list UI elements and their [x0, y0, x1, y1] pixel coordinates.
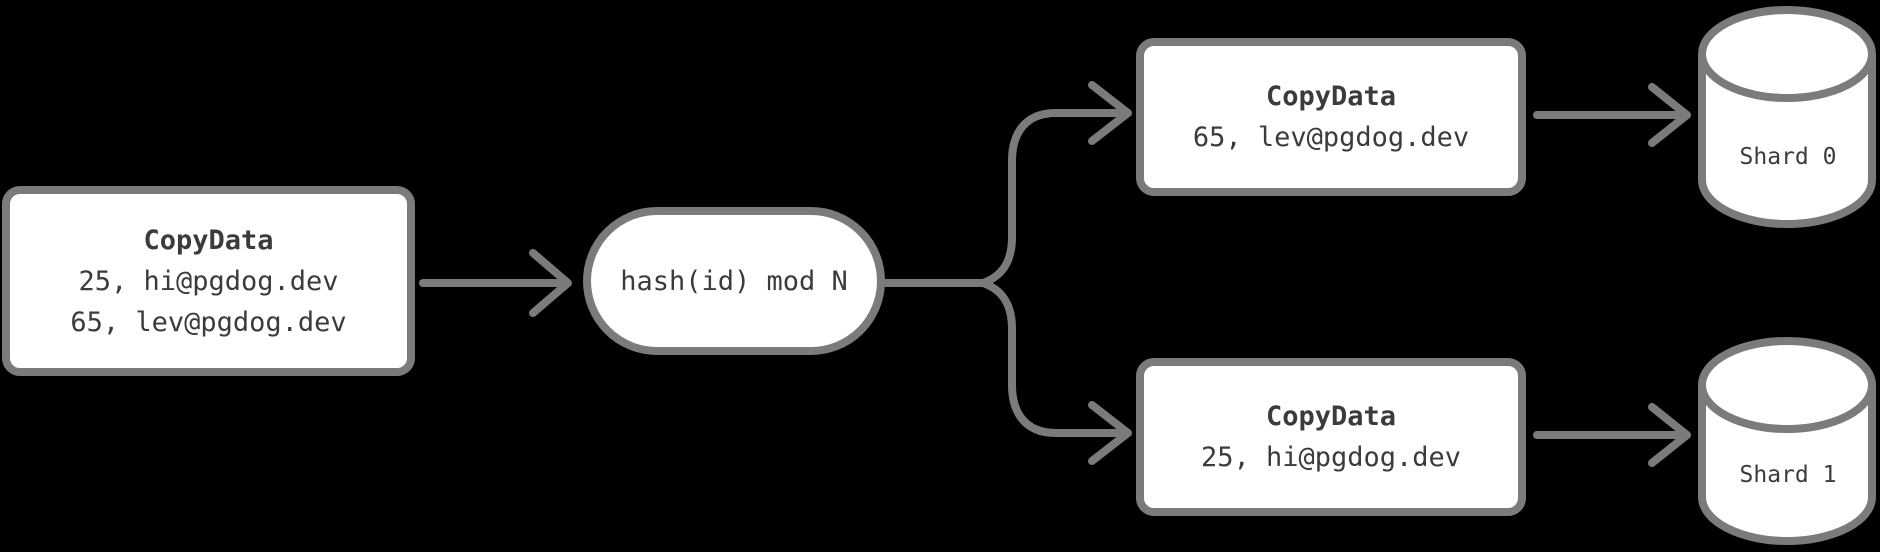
- fork-branch-bottom: [979, 279, 1130, 437]
- node-row: 65, lev@pgdog.dev: [70, 306, 347, 338]
- copydata-input-node: CopyData 25, hi@pgdog.dev 65, lev@pgdog.…: [2, 186, 415, 376]
- node-row: 65, lev@pgdog.dev: [1192, 122, 1470, 153]
- node-title: CopyData: [143, 224, 274, 256]
- shard0-label: Shard 0: [1739, 144, 1837, 170]
- arrow-copy1-to-shard1: [1533, 403, 1691, 467]
- arrow-input-to-hash: [419, 249, 572, 317]
- arrowhead-top-icon: [1088, 81, 1132, 145]
- shard1-label: Shard 1: [1739, 462, 1837, 488]
- copydata-shard1-node: CopyData 25, hi@pgdog.dev: [1136, 358, 1526, 516]
- copydata-shard0-node: CopyData 65, lev@pgdog.dev: [1136, 38, 1526, 196]
- fork-connector: [881, 81, 1132, 465]
- node-title: CopyData: [1265, 401, 1397, 432]
- arrow-copy0-to-shard0: [1533, 83, 1691, 147]
- fork-branch-top: [979, 109, 1130, 287]
- arrowhead-bottom-icon: [1088, 401, 1132, 465]
- shard1-database-icon: [1698, 337, 1876, 545]
- hash-function-node: hash(id) mod N: [583, 207, 885, 355]
- node-title: CopyData: [1265, 81, 1397, 112]
- node-row: 25, hi@pgdog.dev: [1200, 442, 1462, 473]
- node-row: 25, hi@pgdog.dev: [78, 265, 339, 297]
- shard0-database-icon: [1698, 6, 1876, 228]
- node-label: hash(id) mod N: [620, 265, 848, 297]
